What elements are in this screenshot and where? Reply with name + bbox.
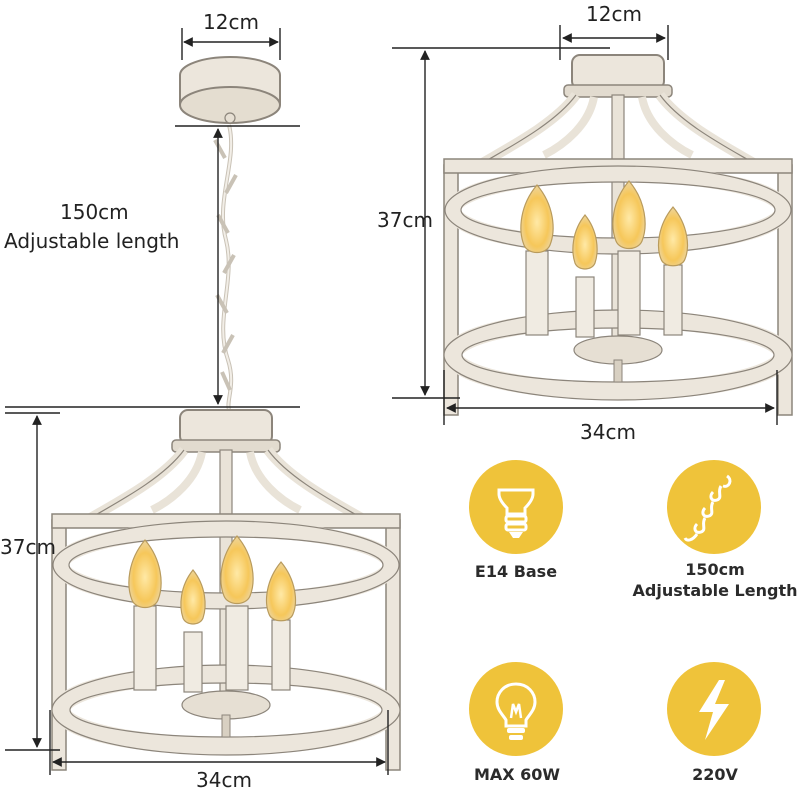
chain-note-label: Adjustable length — [4, 229, 180, 253]
chain-length-badge — [667, 460, 761, 554]
chain-length-line2: Adjustable Length — [632, 581, 798, 600]
height-right-label: 37cm — [377, 208, 433, 232]
light-bulb-icon — [495, 682, 537, 740]
voltage-label: 220V — [692, 765, 738, 784]
lightning-icon — [699, 680, 729, 740]
max-watt-label: MAX 60W — [473, 765, 561, 784]
chain-length-label: 150cm — [60, 200, 129, 224]
width-right-label: 34cm — [580, 420, 636, 444]
chain-icon — [683, 474, 732, 542]
dimension-lines — [5, 25, 778, 775]
bulb-base-icon — [497, 488, 535, 538]
e14-base-label: E14 Base — [474, 562, 558, 581]
chain-length-line1: 150cm — [685, 560, 745, 579]
lantern-fixture-left — [52, 410, 400, 770]
lantern-fixture-right — [444, 55, 792, 415]
width-left-label: 34cm — [196, 768, 252, 792]
canopy-width-left-label: 12cm — [203, 10, 259, 34]
pendant-canopy — [179, 56, 281, 124]
height-left-label: 37cm — [0, 535, 56, 559]
max-watt-badge — [469, 662, 563, 756]
canopy-width-right-label: 12cm — [586, 2, 642, 26]
voltage-badge — [667, 662, 761, 756]
e14-base-badge — [469, 460, 563, 554]
